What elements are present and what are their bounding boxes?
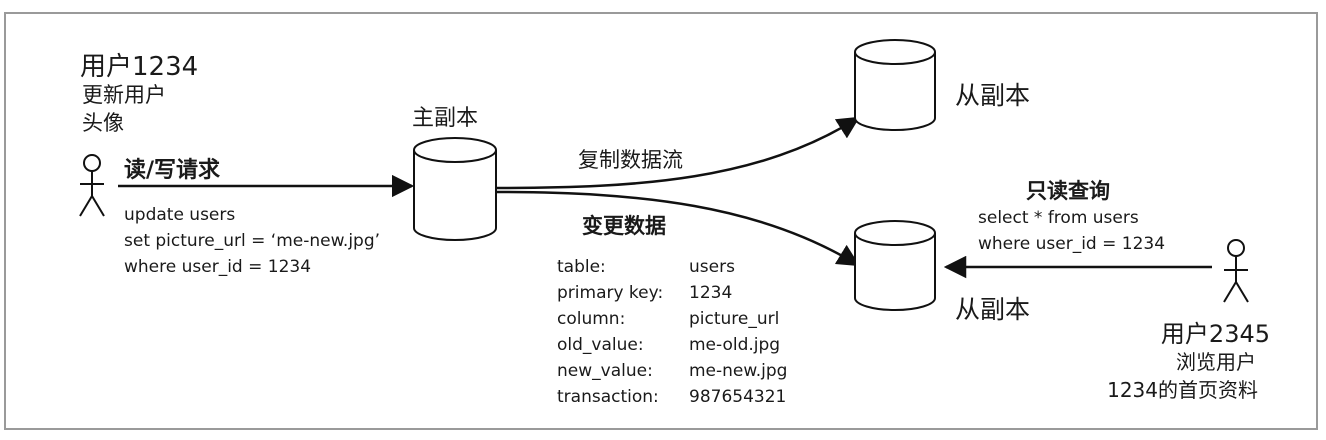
read-only-query-label: 只读查询 bbox=[1026, 179, 1110, 203]
select-sql-line: select * from users bbox=[978, 208, 1139, 228]
read-write-request-label: 读/写请求 bbox=[124, 158, 221, 183]
change-data-value: picture_url bbox=[689, 309, 780, 329]
user-2345-desc-line2: 1234的首页资料 bbox=[1107, 378, 1258, 402]
user-1234-desc-line2: 头像 bbox=[82, 111, 124, 135]
change-data-key: primary key: bbox=[557, 283, 664, 303]
update-sql-line: set picture_url = ‘me-new.jpg’ bbox=[124, 231, 381, 251]
change-data-row: primary key: 1234 bbox=[557, 280, 827, 306]
leader-label: 主副本 bbox=[412, 106, 479, 131]
leader-db-icon bbox=[413, 137, 497, 241]
change-data-row: transaction: 987654321 bbox=[557, 384, 827, 410]
change-data-row: old_value: me-old.jpg bbox=[557, 332, 827, 358]
change-data-key: table: bbox=[557, 257, 606, 277]
follower-1-db-icon bbox=[854, 39, 936, 131]
change-data-table: table: users primary key: 1234 column: pict… bbox=[557, 254, 827, 410]
follower-2-label: 从副本 bbox=[955, 295, 1031, 324]
diagram-frame bbox=[4, 12, 1318, 430]
replication-stream-label: 复制数据流 bbox=[578, 148, 683, 172]
select-sql: select * from users where user_id = 1234 bbox=[978, 205, 1165, 257]
change-data-key: old_value: bbox=[557, 335, 644, 355]
update-sql: update users set picture_url = ‘me-new.j… bbox=[124, 202, 380, 280]
change-data-value: 1234 bbox=[689, 283, 733, 303]
replication-arrow-lower bbox=[496, 190, 860, 267]
change-data-value: me-new.jpg bbox=[689, 361, 788, 381]
replication-arrow-upper bbox=[496, 116, 860, 190]
user-2345-figure-icon bbox=[1223, 239, 1249, 303]
change-data-key: column: bbox=[557, 309, 626, 329]
follower-2-db-icon bbox=[854, 220, 936, 311]
change-data-value: me-old.jpg bbox=[689, 335, 781, 355]
update-sql-line: update users bbox=[124, 205, 236, 225]
change-data-row: column: picture_url bbox=[557, 306, 827, 332]
user-1234-figure-icon bbox=[79, 154, 105, 217]
change-data-value: 987654321 bbox=[689, 387, 787, 407]
change-data-key: new_value: bbox=[557, 361, 653, 381]
update-sql-line: where user_id = 1234 bbox=[124, 257, 312, 277]
change-data-title: 变更数据 bbox=[582, 214, 666, 238]
change-data-row: table: users bbox=[557, 254, 827, 280]
change-data-key: transaction: bbox=[557, 387, 659, 407]
change-data-row: new_value: me-new.jpg bbox=[557, 358, 827, 384]
user-1234-desc-line1: 更新用户 bbox=[82, 83, 166, 107]
user-1234-name: 用户1234 bbox=[80, 52, 199, 82]
select-sql-line: where user_id = 1234 bbox=[978, 234, 1166, 254]
user-2345-desc-line1: 浏览用户 bbox=[1176, 350, 1256, 374]
change-data-value: users bbox=[689, 257, 735, 277]
follower-1-label: 从副本 bbox=[955, 81, 1031, 110]
user-2345-name: 用户2345 bbox=[1160, 320, 1270, 348]
